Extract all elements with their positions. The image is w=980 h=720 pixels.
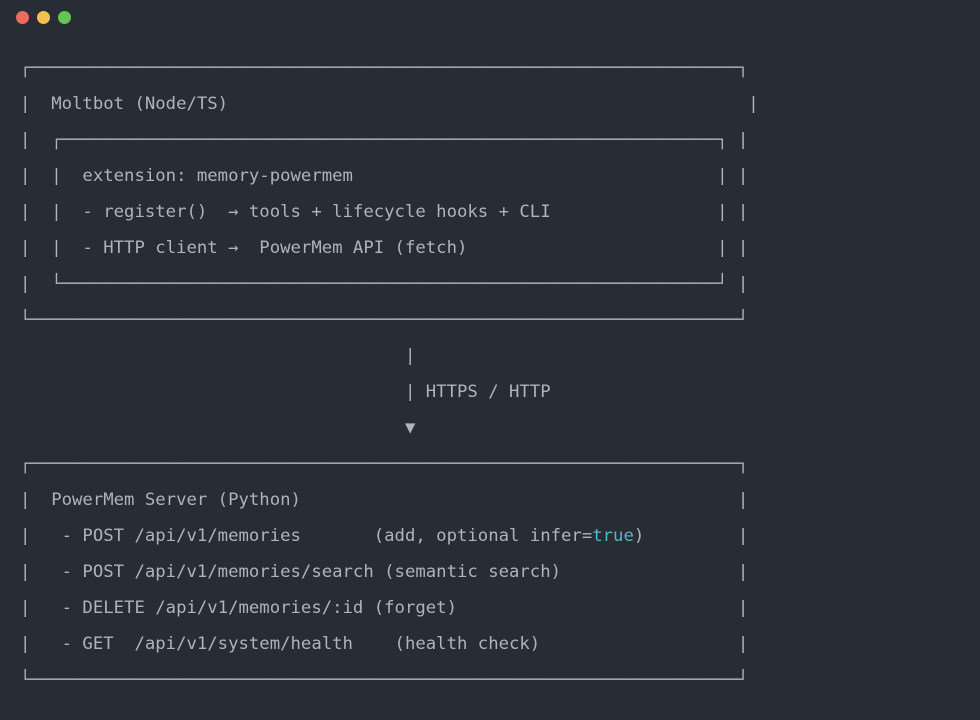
ascii-architecture-diagram: ┌───────────────────────────────────────… — [0, 34, 980, 698]
minimize-button[interactable] — [37, 10, 50, 24]
close-button[interactable] — [16, 10, 29, 24]
inner-box-http-client-line: | | - HTTP client → PowerMem API (fetch)… — [20, 238, 749, 258]
connector-arrow-head: ▼ — [20, 418, 416, 438]
bottom-box-border-top: ┌───────────────────────────────────────… — [20, 454, 749, 474]
top-box-border-top: ┌───────────────────────────────────────… — [20, 58, 749, 78]
connector-label-line: | HTTPS / HTTP — [20, 382, 551, 402]
bottom-box-border-bottom: └───────────────────────────────────────… — [20, 670, 749, 690]
window-titlebar — [0, 0, 980, 34]
endpoint-post-memories-text: | - POST /api/v1/memories (add, optional… — [20, 526, 593, 546]
endpoint-post-memories-line: | - POST /api/v1/memories (add, optional… — [20, 518, 980, 554]
inner-box-register-line: | | - register() → tools + lifecycle hoo… — [20, 202, 749, 222]
inner-box-title-line: | | extension: memory-powermem | | — [20, 166, 749, 186]
endpoint-get-health-line: | - GET /api/v1/system/health (health ch… — [20, 634, 749, 654]
top-box-title-line: | Moltbot (Node/TS) | — [20, 94, 759, 114]
zoom-button[interactable] — [58, 10, 71, 24]
traffic-lights — [16, 10, 71, 24]
endpoint-post-search-line: | - POST /api/v1/memories/search (semant… — [20, 562, 749, 582]
inner-box-border-top: | ┌─────────────────────────────────────… — [20, 130, 749, 150]
bottom-box-title-line: | PowerMem Server (Python) | — [20, 490, 749, 510]
connector-pipe: | — [20, 346, 416, 366]
endpoint-post-memories-tail: ) | — [633, 526, 749, 546]
top-box-border-bottom: └───────────────────────────────────────… — [20, 310, 749, 330]
inner-box-border-bottom: | └─────────────────────────────────────… — [20, 274, 749, 294]
endpoint-delete-memory-line: | - DELETE /api/v1/memories/:id (forget)… — [20, 598, 749, 618]
infer-true-highlight: true — [592, 526, 634, 546]
